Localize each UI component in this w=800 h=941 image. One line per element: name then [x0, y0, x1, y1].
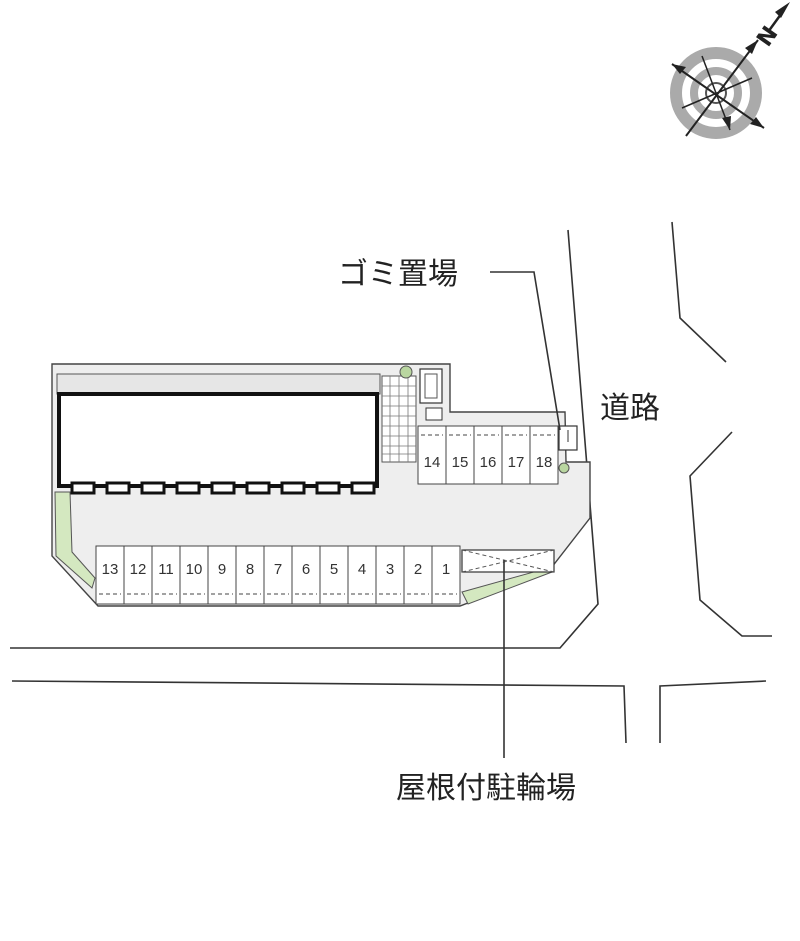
- parking-number: 13: [102, 561, 119, 578]
- parking-number: 2: [414, 561, 422, 578]
- parking-space-15: 15: [445, 425, 475, 485]
- road-label: 道路: [600, 391, 660, 426]
- parking-number: 16: [480, 454, 497, 471]
- parking-space-6: 6: [291, 545, 321, 605]
- balcony-tick: [245, 481, 271, 495]
- parking-number: 5: [330, 561, 338, 578]
- parking-number: 18: [536, 454, 553, 471]
- garbage-leader-line: [490, 271, 561, 431]
- parking-space-14: 14: [417, 425, 447, 485]
- road-edge-right-upper: [671, 221, 727, 363]
- meter-box: [425, 407, 443, 421]
- parking-number: 12: [130, 561, 147, 578]
- parking-number: 8: [246, 561, 254, 578]
- tree-icon: [399, 365, 413, 379]
- roads: [10, 221, 772, 744]
- compass-icon: N: [670, 2, 790, 139]
- parking-number: 3: [386, 561, 394, 578]
- parking-space-2: 2: [403, 545, 433, 605]
- parking-number: 6: [302, 561, 310, 578]
- parking-space-9: 9: [207, 545, 237, 605]
- parking-space-13: 13: [95, 545, 125, 605]
- parking-space-4: 4: [347, 545, 377, 605]
- tree-icon: [558, 462, 570, 474]
- balcony-tick: [280, 481, 306, 495]
- road-edge-lower-left: [10, 229, 599, 649]
- road-edge-right-lower: [689, 431, 772, 637]
- green-strip-left: [54, 491, 96, 589]
- parking-space-10: 10: [179, 545, 209, 605]
- road-edge-bottom-right: [659, 680, 767, 743]
- parking-space-5: 5: [319, 545, 349, 605]
- parking-space-11: 11: [151, 545, 181, 605]
- parking-number: 4: [358, 561, 366, 578]
- garbage-station: [558, 425, 578, 474]
- parking-number: 15: [452, 454, 469, 471]
- building-wall-ticks: [70, 481, 376, 495]
- parking-row-top: 14 15 16 17 18: [417, 425, 559, 485]
- parking-number: 14: [424, 454, 441, 471]
- road-edge-bottom: [11, 680, 627, 744]
- building: [56, 365, 443, 488]
- building-roof-band: [56, 373, 381, 395]
- balcony-tick: [350, 481, 376, 495]
- balcony-tick: [175, 481, 201, 495]
- parking-space-16: 16: [473, 425, 503, 485]
- parking-number: 17: [508, 454, 525, 471]
- parking-space-1: 1: [431, 545, 461, 605]
- parking-number: 11: [158, 561, 174, 578]
- parking-number: 7: [274, 561, 282, 578]
- parking-row-bottom: 13 12 11 10 9 8 7 6 5 4 3 2 1: [95, 545, 461, 605]
- parking-number: 1: [442, 561, 450, 578]
- equipment-grate: [424, 373, 438, 399]
- parking-space-17: 17: [501, 425, 531, 485]
- bicycle-parking: [461, 549, 555, 573]
- balcony-tick: [140, 481, 166, 495]
- building-body: [57, 392, 379, 488]
- balcony-tick: [210, 481, 236, 495]
- bicycle-label: 屋根付駐輪場: [396, 771, 576, 806]
- balcony-tick: [105, 481, 131, 495]
- parking-number: 10: [186, 561, 203, 578]
- parking-space-8: 8: [235, 545, 265, 605]
- parking-space-7: 7: [263, 545, 293, 605]
- balcony-tick: [70, 481, 96, 495]
- parking-space-12: 12: [123, 545, 153, 605]
- parking-space-3: 3: [375, 545, 405, 605]
- parking-space-18: 18: [529, 425, 559, 485]
- garbage-label: ゴミ置場: [338, 257, 458, 292]
- parking-number: 9: [218, 561, 226, 578]
- balcony-tick: [315, 481, 341, 495]
- north-label: N: [752, 22, 783, 51]
